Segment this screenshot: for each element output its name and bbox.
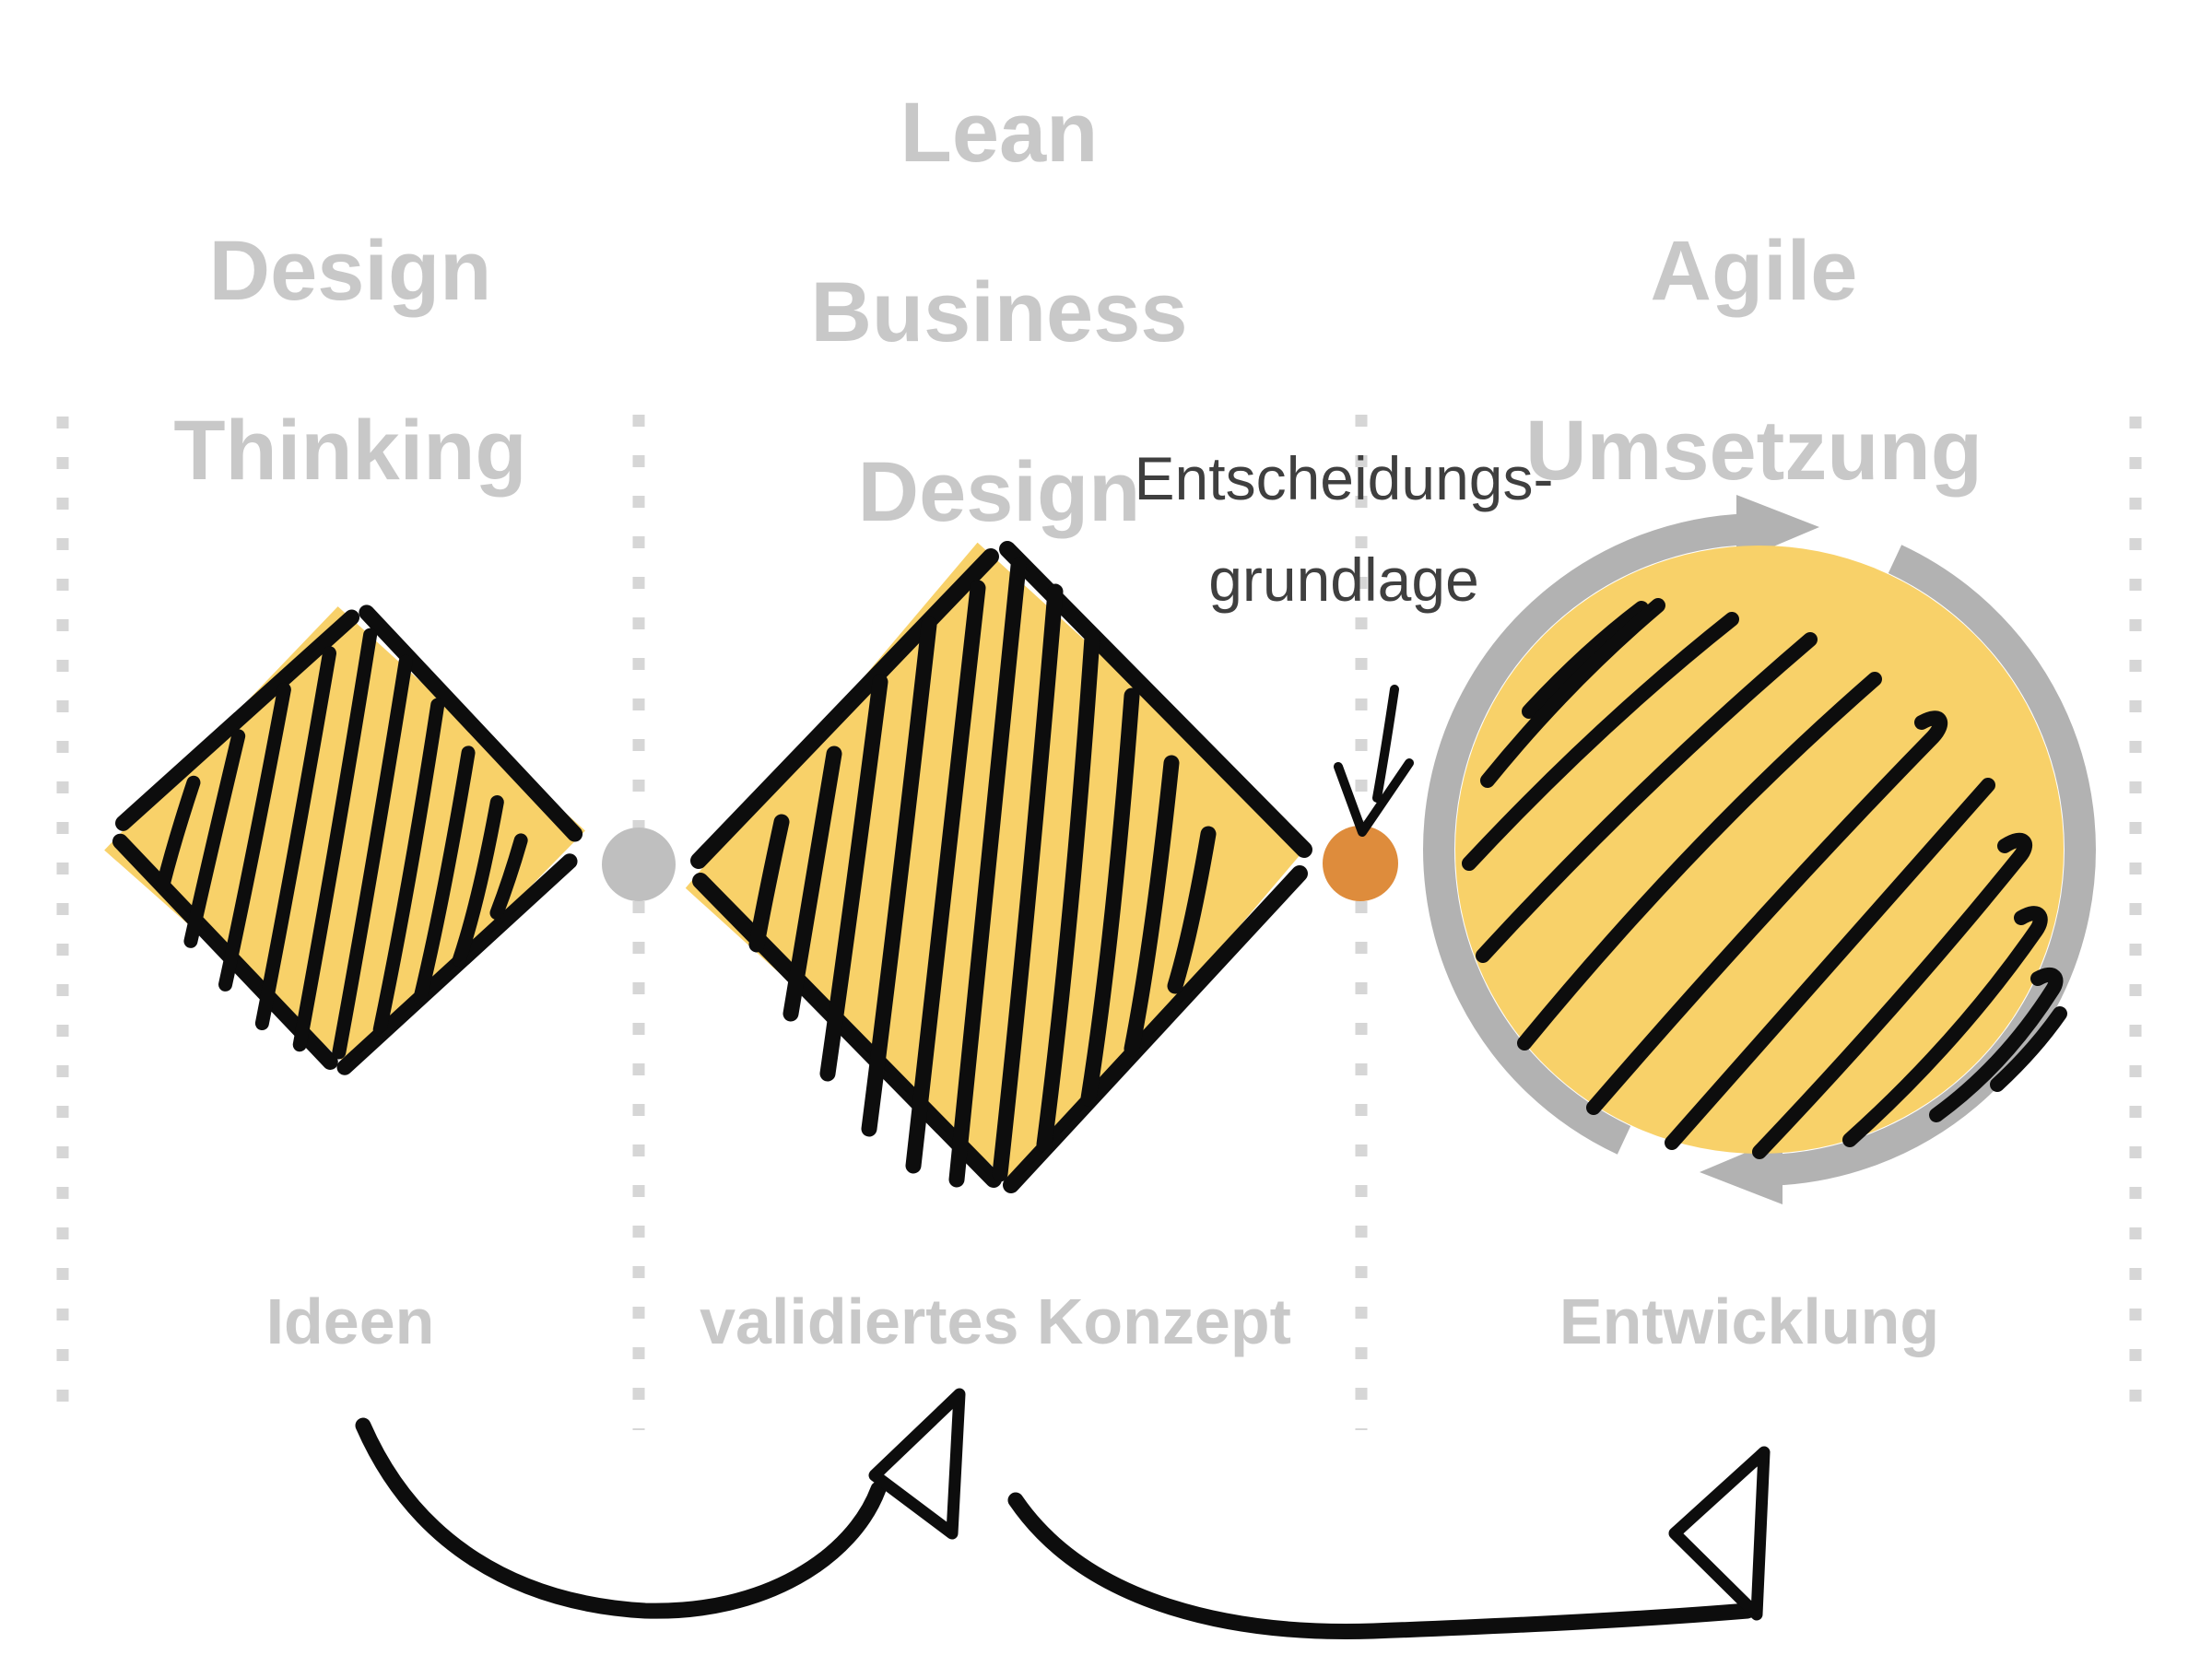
ideen-to-konzept-arrow bbox=[355, 1388, 966, 1619]
hatched-diamond-small-icon bbox=[104, 604, 585, 1075]
phase-label-entwicklung: Entwicklung bbox=[1559, 1285, 1940, 1357]
loop-arrowhead-top-icon bbox=[1736, 495, 1819, 562]
hatched-circle-loop-icon bbox=[1423, 495, 2096, 1204]
diamond-hatching bbox=[156, 628, 528, 1060]
annotation-entscheidungsgrundlage: Entscheidungs- grundlage bbox=[1134, 444, 1554, 614]
konzept-to-entwicklung-arrow bbox=[1007, 1446, 1771, 1639]
phase-label-validiertes-konzept: validiertes Konzept bbox=[700, 1285, 1291, 1357]
phase-title-agile-umsetzung: Agile Umsetzung bbox=[1525, 224, 1983, 498]
arrow-head-icon bbox=[1668, 1446, 1771, 1621]
loop-ring bbox=[1423, 513, 2096, 1186]
phase-title-design-thinking: Design Thinking bbox=[173, 224, 527, 498]
transition-dot bbox=[602, 828, 676, 901]
arrow-curve bbox=[355, 1417, 887, 1619]
annotation-pointer-arrow-icon bbox=[1334, 685, 1414, 837]
diamond-hatching bbox=[748, 558, 1217, 1188]
arrow-head-icon bbox=[868, 1388, 966, 1540]
hatched-diamond-large-icon bbox=[685, 541, 1312, 1193]
decision-dot bbox=[1323, 826, 1398, 901]
phase-label-ideen: Ideen bbox=[265, 1285, 435, 1357]
phase-title-lean-business-design: Lean Business Design bbox=[810, 86, 1188, 539]
circle-hatching bbox=[1462, 598, 2067, 1159]
dotted-separators bbox=[56, 415, 2142, 1430]
circle-fill bbox=[1455, 546, 2064, 1154]
arrow-curve bbox=[1007, 1492, 1756, 1639]
